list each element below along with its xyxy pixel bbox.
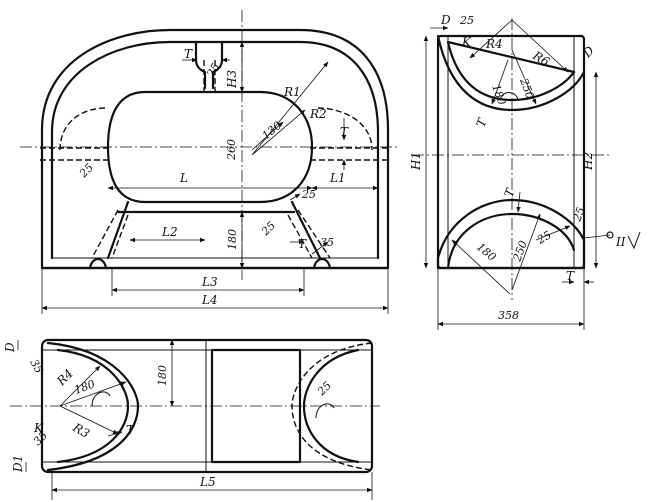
top-view: 180 D 35 R4 180 R3 T K 35 D1 25 L5 xyxy=(3,338,380,500)
side-250-top: 250 xyxy=(517,76,537,101)
dim-130: 130 xyxy=(260,119,284,142)
l2-label: L2 xyxy=(161,225,178,239)
front-inner-outline xyxy=(50,40,380,260)
top-t-label: T xyxy=(126,423,135,437)
front-25-top: 25 xyxy=(204,61,223,80)
top-d-label: D xyxy=(3,342,17,353)
side-25-bottom: 25 xyxy=(534,228,553,247)
h3-label: H3 xyxy=(225,70,239,89)
d1-label: D1 xyxy=(11,455,25,473)
front-25-low: 25 xyxy=(258,219,278,239)
top-35-upper: 35 xyxy=(27,357,45,376)
l-label: L xyxy=(179,171,188,185)
side-d-right: D xyxy=(580,43,598,61)
top-180-vertical: 180 xyxy=(156,365,169,386)
dim-260: 260 xyxy=(225,139,238,161)
front-oval-opening xyxy=(106,90,314,204)
front-25-mid: 25 xyxy=(301,188,316,201)
side-k-label: K xyxy=(461,35,472,49)
front-t-right: T xyxy=(340,125,349,139)
front-outer-outline xyxy=(40,28,390,270)
side-t-bottom: T xyxy=(502,186,518,199)
front-t-label: T xyxy=(184,47,193,61)
front-35: 35 xyxy=(320,236,334,249)
dim-358: 358 xyxy=(498,309,519,322)
r3-label: R3 xyxy=(70,420,93,441)
roughness-symbol xyxy=(627,231,641,250)
l3-label: L3 xyxy=(201,275,218,289)
side-t-base: T xyxy=(566,269,575,283)
l1-label: L1 xyxy=(329,171,346,185)
side-25-right: 25 xyxy=(570,205,587,224)
front-foot-left xyxy=(88,257,108,270)
h2-label: H2 xyxy=(581,152,595,171)
front-hidden-channel xyxy=(59,107,373,151)
front-t-low: T xyxy=(298,237,307,251)
top-25-right: 25 xyxy=(314,379,334,399)
l4-label: L4 xyxy=(201,293,218,307)
front-view: T 25 H3 R1 R2 260 130 T 25 L L1 25 L2 18… xyxy=(20,10,400,314)
front-foot-right xyxy=(312,257,332,270)
front-180: 180 xyxy=(226,229,239,250)
side-t-top: T xyxy=(474,116,490,129)
side-250-bottom: 250 xyxy=(510,239,530,264)
side-r4-label: R4 xyxy=(485,37,503,51)
top-k-label: K xyxy=(33,421,44,435)
side-180-bottom: 180 xyxy=(474,240,498,263)
view-roman-label: II xyxy=(615,235,626,249)
r2-label: R2 xyxy=(309,107,327,121)
side-d-label: D xyxy=(440,13,451,27)
l5-label: L5 xyxy=(199,475,216,489)
front-25-left: 25 xyxy=(76,161,96,181)
side-25-top: 25 xyxy=(459,14,474,27)
h1-label: H1 xyxy=(409,152,423,171)
r1-label: R1 xyxy=(283,85,301,99)
side-view: D 25 K R4 R6 D 180 250 T H1 H2 T 25 180 … xyxy=(409,13,641,330)
